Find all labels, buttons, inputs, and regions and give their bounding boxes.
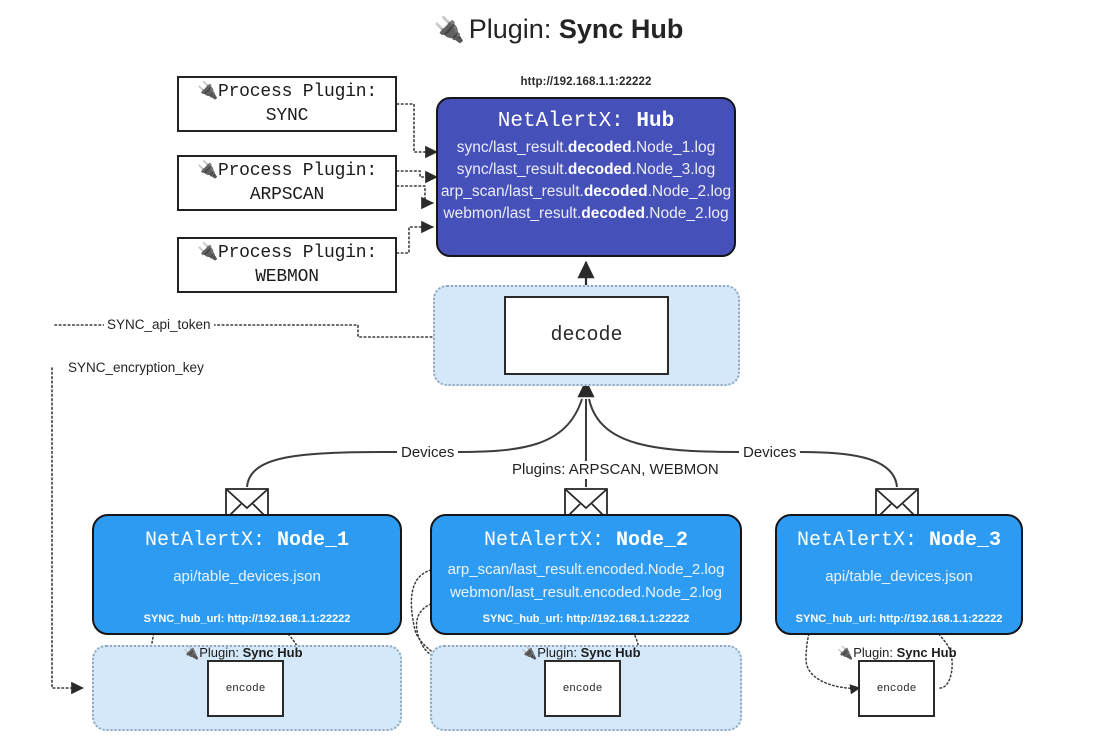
log-post: .Node_2.log [644, 205, 729, 222]
log-pre: webmon/last_result. [443, 205, 582, 222]
process-plugin-value: ARPSCAN [249, 185, 325, 205]
node-hub-url-value: http://192.168.1.1:22222 [879, 613, 1003, 625]
plugin-label-prefix: Plugin: [853, 645, 893, 660]
edge-label-plugins-center: Plugins: ARPSCAN, WEBMON [508, 461, 723, 478]
plug-icon: 🔌 [521, 645, 538, 660]
plugin-label-name: Sync Hub [242, 645, 303, 660]
hub-title-prefix: NetAlertX: [497, 110, 624, 133]
node-box-node-1[interactable]: NetAlertX: Node_1 api/table_devices.json… [92, 514, 402, 635]
edge-label-devices-left: Devices [397, 444, 459, 461]
node-box-node-2[interactable]: NetAlertX: Node_2 arp_scan/last_result.e… [430, 514, 742, 635]
plug-icon: 🔌 [197, 80, 218, 101]
node-hub-url-value: http://192.168.1.1:22222 [227, 613, 351, 625]
log-pre: sync/last_result. [456, 161, 568, 178]
node-hub-url: SYNC_hub_url: http://192.168.1.1:22222 [777, 613, 1021, 625]
log-em: decoded [567, 161, 632, 178]
node-hub-url: SYNC_hub_url: http://192.168.1.1:22222 [432, 613, 740, 625]
node-hub-url: SYNC_hub_url: http://192.168.1.1:22222 [94, 613, 400, 625]
log-em: decoded [581, 205, 645, 222]
log-em: decoded [567, 139, 632, 156]
hub-log-list: sync/last_result.decoded.Node_1.log sync… [438, 139, 734, 223]
node-title-name: Node_2 [616, 529, 689, 552]
page-title: 🔌Plugin: Sync Hub [0, 14, 1117, 45]
hub-title-name: Hub [636, 110, 675, 133]
node-title: NetAlertX: Node_2 [432, 529, 740, 552]
process-plugin-label: Process Plugin: [217, 81, 377, 102]
encode-box-node-3[interactable]: encode [858, 660, 935, 717]
process-plugin-box-sync[interactable]: 🔌Process Plugin: SYNC [177, 76, 397, 132]
hub-log-row: sync/last_result.decoded.Node_3.log [438, 161, 734, 179]
log-pre: sync/last_result. [456, 139, 568, 156]
encode-box-node-1[interactable]: encode [207, 660, 284, 717]
hub-log-row: sync/last_result.decoded.Node_1.log [438, 139, 734, 157]
node-line: webmon/last_result.encoded.Node_2.log [450, 584, 722, 601]
hub-url-label: http://192.168.1.1:22222 [520, 76, 652, 88]
plug-icon: 🔌 [197, 159, 218, 180]
plug-icon: 🔌 [837, 645, 854, 660]
plugin-label-node-2: 🔌Plugin: Sync Hub [521, 645, 641, 661]
decode-box[interactable]: decode [504, 296, 669, 375]
plugin-label-prefix: Plugin: [199, 645, 239, 660]
node-title-prefix: NetAlertX: [796, 529, 917, 552]
hub-log-row: webmon/last_result.decoded.Node_2.log [438, 205, 734, 223]
log-post: .Node_2.log [647, 183, 732, 200]
node-title-prefix: NetAlertX: [483, 529, 604, 552]
hub-node-box[interactable]: NetAlertX: Hub sync/last_result.decoded.… [436, 97, 736, 257]
hub-log-row: arp_scan/last_result.decoded.Node_2.log [438, 183, 734, 201]
plug-icon: 🔌 [183, 645, 200, 660]
node-title-name: Node_3 [929, 529, 1002, 552]
node-title: NetAlertX: Node_3 [777, 529, 1021, 552]
log-post: .Node_3.log [631, 161, 716, 178]
page-title-prefix: Plugin: [468, 14, 552, 44]
log-em: decoded [583, 183, 648, 200]
node-line: api/table_devices.json [173, 568, 321, 585]
plugin-label-prefix: Plugin: [537, 645, 577, 660]
secret-label-api-token: SYNC_api_token [104, 317, 214, 332]
node-hub-url-label: SYNC_hub_url: [143, 613, 225, 625]
process-plugin-box-arpscan[interactable]: 🔌Process Plugin: ARPSCAN [177, 155, 397, 211]
node-hub-url-value: http://192.168.1.1:22222 [566, 613, 690, 625]
process-plugin-value: WEBMON [255, 267, 319, 287]
process-plugin-value: SYNC [265, 106, 309, 126]
plugin-label-name: Sync Hub [896, 645, 957, 660]
process-plugin-label: Process Plugin: [217, 160, 377, 181]
secret-label-encryption-key: SYNC_encryption_key [65, 360, 207, 375]
plug-icon: 🔌 [433, 16, 465, 44]
plugin-label-name: Sync Hub [580, 645, 641, 660]
node-hub-url-label: SYNC_hub_url: [482, 613, 564, 625]
node-line: api/table_devices.json [825, 568, 973, 585]
edge-label-devices-right: Devices [739, 444, 801, 461]
plugin-label-node-1: 🔌Plugin: Sync Hub [183, 645, 303, 661]
node-hub-url-label: SYNC_hub_url: [795, 613, 877, 625]
process-plugin-box-webmon[interactable]: 🔌Process Plugin: WEBMON [177, 237, 397, 293]
page-title-name: Sync Hub [558, 14, 684, 44]
process-plugin-label: Process Plugin: [217, 242, 377, 263]
plug-icon: 🔌 [197, 241, 218, 262]
node-title: NetAlertX: Node_1 [94, 529, 400, 552]
node-line: arp_scan/last_result.encoded.Node_2.log [447, 561, 725, 578]
node-box-node-3[interactable]: NetAlertX: Node_3 api/table_devices.json… [775, 514, 1023, 635]
plugin-label-node-3: 🔌Plugin: Sync Hub [837, 645, 957, 661]
log-post: .Node_1.log [631, 139, 716, 156]
node-title-name: Node_1 [277, 529, 350, 552]
log-pre: arp_scan/last_result. [440, 183, 584, 200]
node-title-prefix: NetAlertX: [144, 529, 265, 552]
encode-box-node-2[interactable]: encode [544, 660, 621, 717]
hub-title: NetAlertX: Hub [438, 110, 734, 133]
